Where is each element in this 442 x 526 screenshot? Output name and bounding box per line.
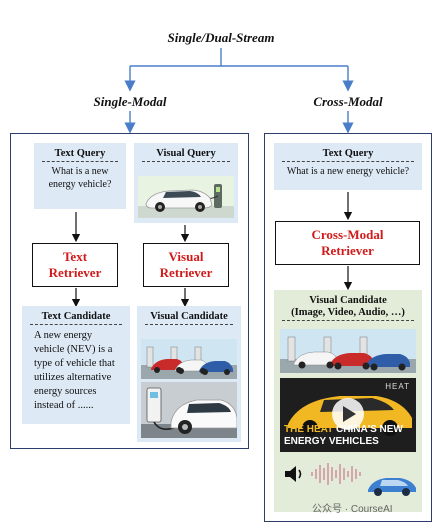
cross-text-query-card: Text Query What is a new energy vehicle? <box>274 143 422 190</box>
single-modal-arrows <box>71 212 190 308</box>
visual-candidate-title: Visual Candidate <box>150 311 228 322</box>
watermark: 公众号 · CourseAI <box>312 504 393 515</box>
text-candidate-title: Text Candidate <box>41 311 111 322</box>
cross-text-query-divider <box>282 161 414 162</box>
visual-query-title: Visual Query <box>156 148 216 159</box>
cross-modal-retriever-box: Cross-Modal Retriever <box>275 221 420 265</box>
video-frame-art <box>280 378 416 452</box>
cross-candidate-image <box>280 329 416 373</box>
cross-visual-candidate-card: Visual Candidate (Image, Video, Audio, …… <box>274 290 422 512</box>
video-brand-label: HEAT <box>385 382 410 391</box>
text-query-title: Text Query <box>54 148 106 159</box>
audio-waveform <box>311 463 361 485</box>
visual-candidate-divider <box>145 324 233 325</box>
video-caption-china: CHINA'S NEW <box>336 424 403 435</box>
text-candidate-card: Text Candidate A new energy vehicle (NEV… <box>22 306 130 424</box>
charging-station-cars-image <box>141 339 237 379</box>
cross-visual-candidate-title: Visual Candidate <box>309 295 387 306</box>
text-candidate-divider <box>30 324 122 325</box>
audio-speaker-icon <box>285 466 302 482</box>
text-query-divider <box>42 161 118 162</box>
cross-text-query-text: What is a new energy vehicle? <box>286 166 410 177</box>
blue-car-icon <box>368 478 416 496</box>
text-query-card: Text Query What is a new energy vehicle? <box>34 143 126 209</box>
cross-visual-candidate-subtitle: (Image, Video, Audio, …) <box>291 307 405 318</box>
text-retriever-box: Text Retriever <box>32 243 118 287</box>
video-caption-line2: ENERGY VEHICLES <box>284 436 379 447</box>
cross-text-query-title: Text Query <box>322 148 374 159</box>
car-charging-closeup-image <box>141 382 237 438</box>
cross-visual-candidate-divider <box>282 320 414 321</box>
video-caption-heat: THE HEAT <box>284 424 334 435</box>
single-modal-title: Single-Modal <box>93 94 167 109</box>
visual-query-car-image <box>138 176 234 218</box>
cross-modal-arrows <box>343 192 353 291</box>
tree-connectors <box>124 48 354 134</box>
video-caption-line1: THE HEAT CHINA'S NEW <box>284 424 403 435</box>
cross-candidate-video: HEAT THE HEAT CHINA'S NEW ENERGY VEHICLE… <box>280 378 416 452</box>
visual-retriever-box: Visual Retriever <box>143 243 229 287</box>
visual-query-card: Visual Query <box>134 143 238 223</box>
text-candidate-text: A new energy vehicle (NEV) is a type of … <box>34 330 115 411</box>
visual-query-divider <box>142 161 230 162</box>
text-query-text: What is a new energy vehicle? <box>48 166 112 190</box>
diagram-title: Single/Dual-Stream <box>167 30 275 45</box>
cross-modal-title: Cross-Modal <box>313 94 383 109</box>
visual-candidate-card: Visual Candidate <box>137 306 241 442</box>
